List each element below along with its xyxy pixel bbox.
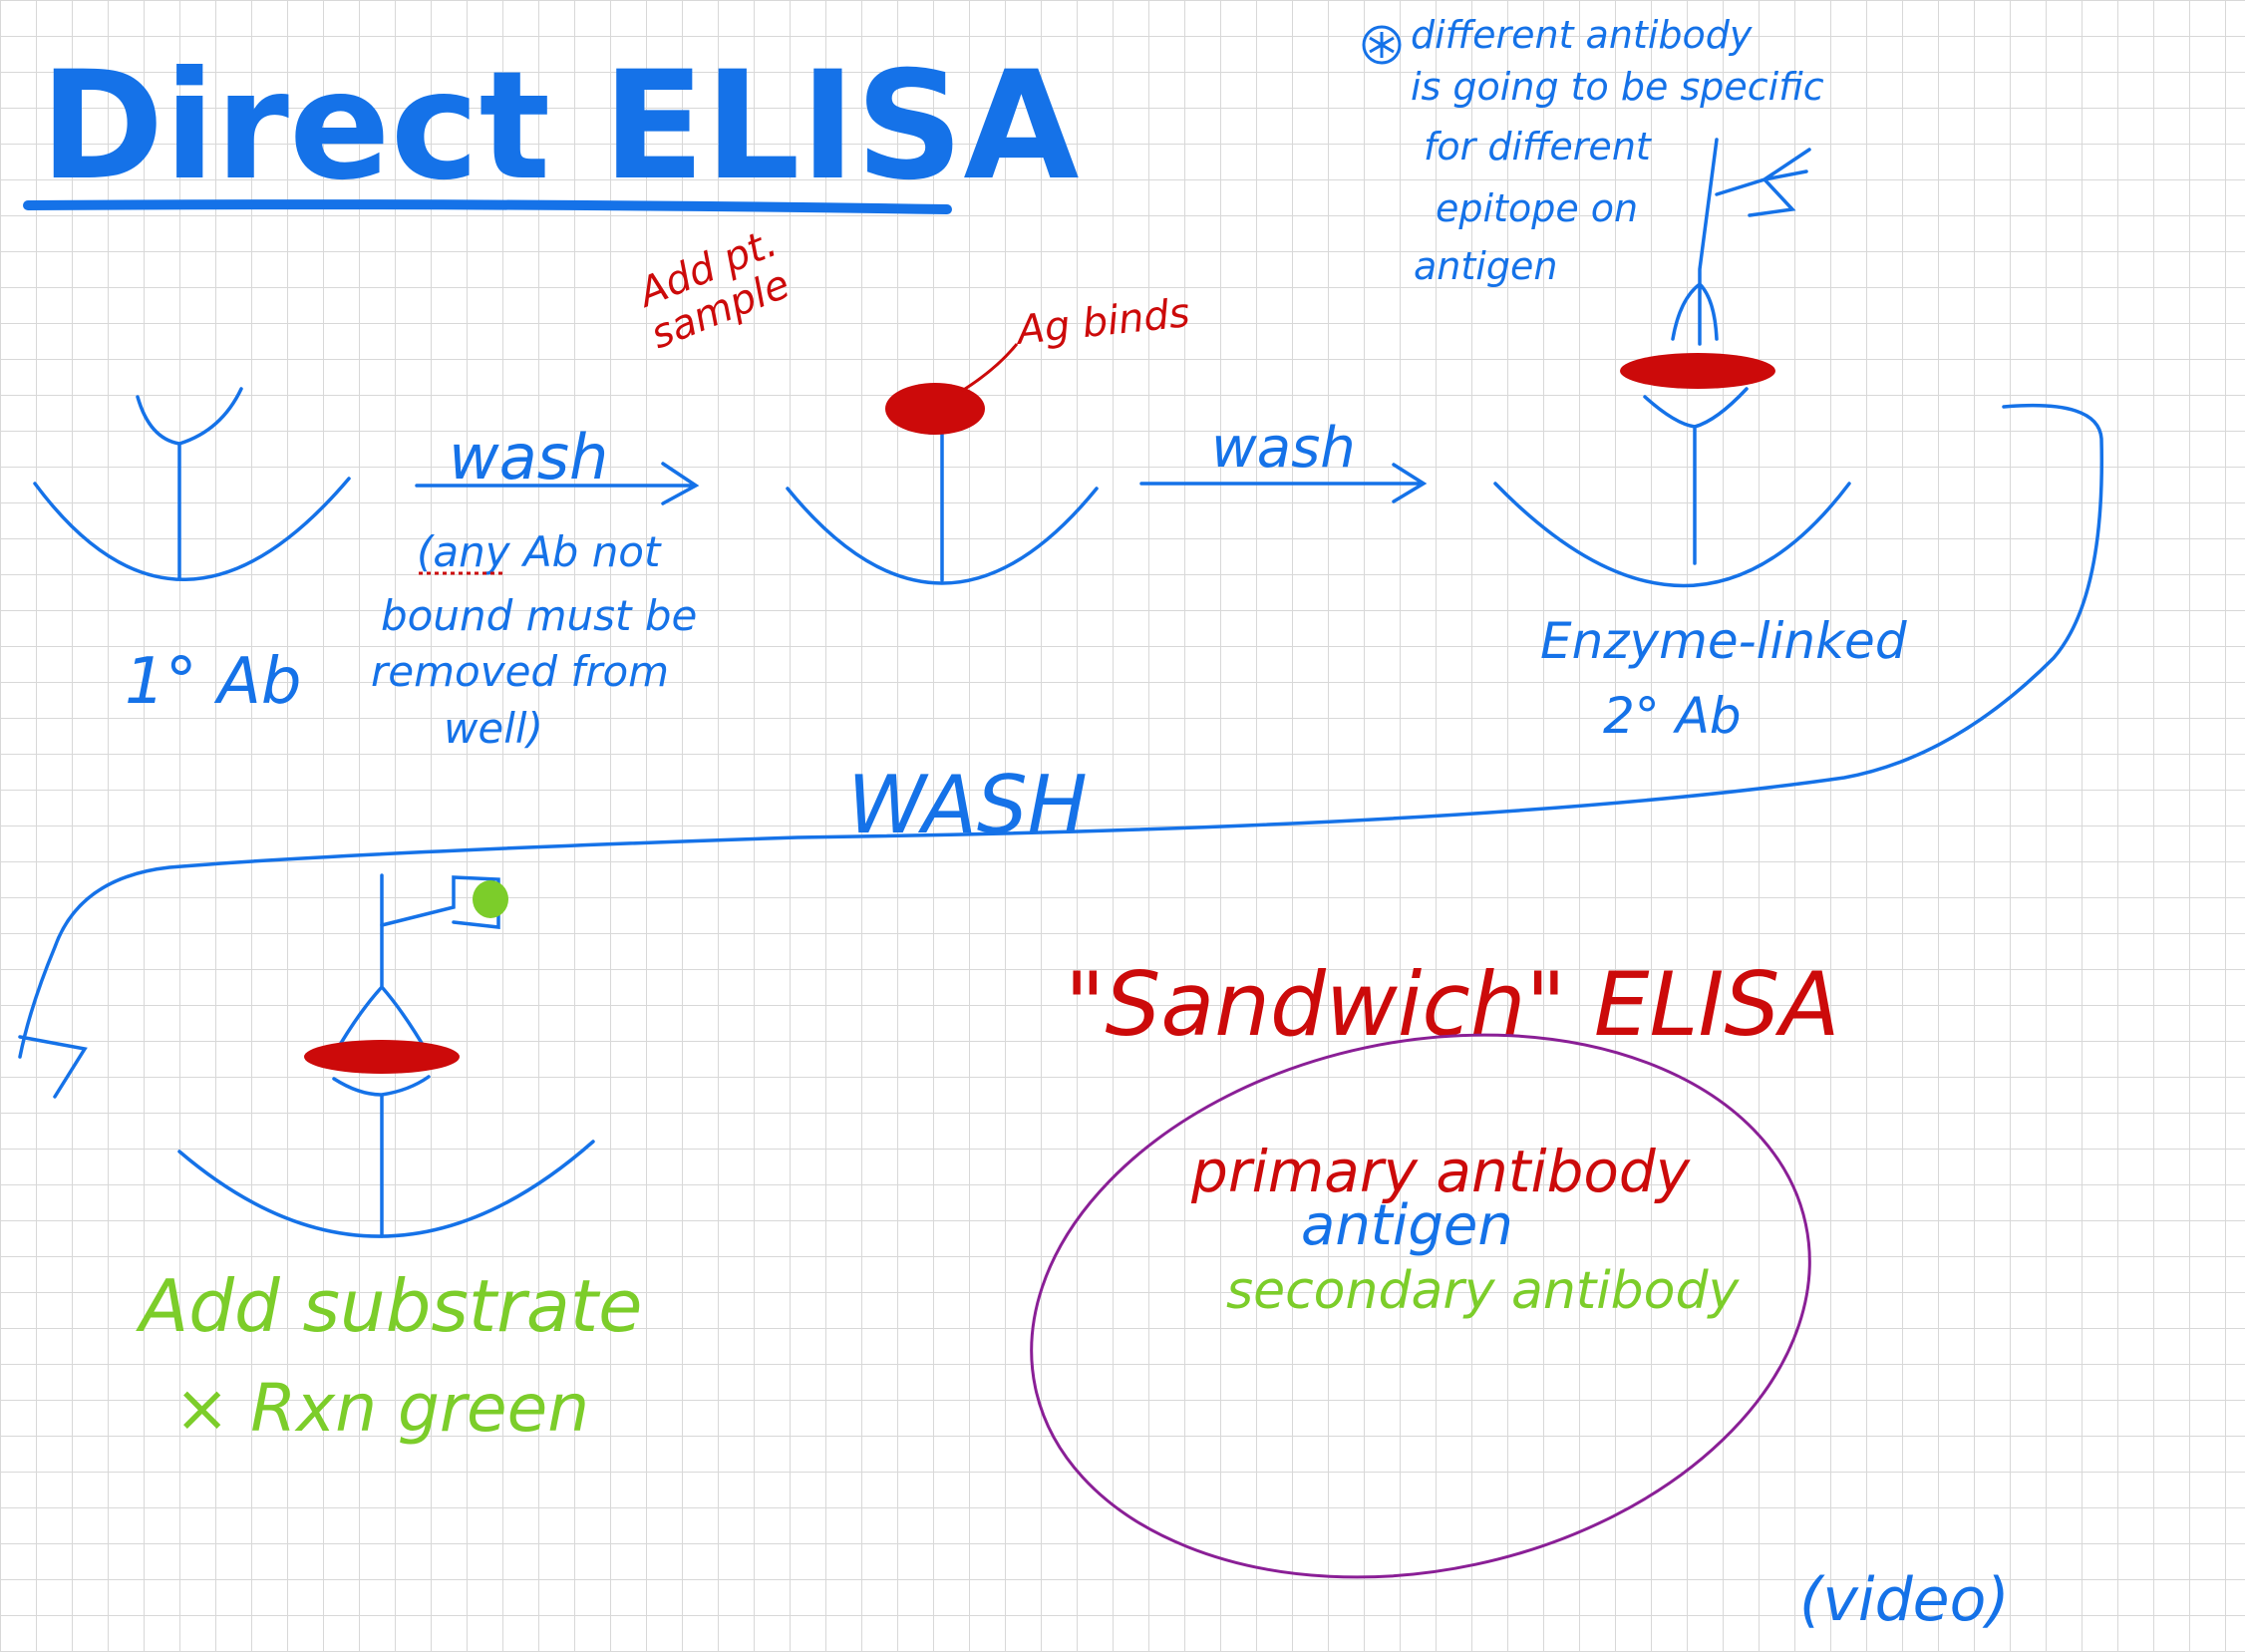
svg-text:well): well) (444, 704, 543, 753)
well-step4 (177, 873, 595, 1238)
primary-antibody (1643, 387, 1749, 565)
svg-text:is going to be specific: is going to be specific (1411, 65, 1824, 109)
step3-label: Enzyme-linked 2° Ab (1540, 612, 1907, 745)
wash2-arrow (1139, 463, 1428, 503)
svg-text:for different: for different (1424, 125, 1653, 168)
step1-label: 1° Ab (125, 645, 301, 719)
asterisk-icon (1362, 25, 1402, 65)
secondary-antibody (1671, 138, 1719, 346)
well-curve (786, 487, 1099, 585)
svg-text:different antibody: different antibody (1411, 13, 1753, 57)
sandwich-primary: primary antibody (1190, 1138, 1691, 1205)
sandwich-secondary: secondary antibody (1226, 1261, 1740, 1321)
svg-text:epitope on: epitope on (1436, 186, 1638, 230)
antigen-blob (304, 1040, 460, 1074)
wash1-label: wash (449, 421, 608, 494)
wash1-note: (any Ab not bound must be removed from w… (371, 527, 697, 753)
well-curve (33, 477, 351, 581)
step4-label: Add substrate × Rxn green (136, 1264, 642, 1447)
page-title: Direct ELISA (40, 40, 1079, 213)
well-step1 (33, 387, 351, 581)
svg-text:antigen: antigen (1414, 244, 1557, 288)
wash3-connector (18, 403, 2104, 1099)
primary-antibody (332, 1075, 431, 1238)
primary-antibody (136, 387, 243, 580)
antigen-blob (885, 383, 985, 435)
wash2-label: wash (1211, 416, 1356, 481)
svg-text:2° Ab: 2° Ab (1603, 687, 1742, 745)
well-curve (177, 1140, 595, 1238)
specificity-note: different antibody is going to be specif… (1411, 13, 1824, 288)
secondary-antibody (332, 873, 431, 1057)
title-underline (23, 199, 952, 214)
green-product (473, 880, 508, 918)
antigen-blob (1620, 353, 1775, 389)
well-curve (1493, 482, 1851, 588)
enzyme-tag (1715, 148, 1811, 217)
antigen-pointer (961, 343, 1019, 393)
well-step3 (1493, 138, 1851, 588)
svg-text:(any Ab not: (any Ab not (417, 527, 662, 576)
sandwich-circle (1030, 1033, 1811, 1579)
svg-text:removed from: removed from (371, 647, 669, 696)
svg-text:Enzyme-linked: Enzyme-linked (1540, 612, 1907, 670)
svg-text:× Rxn green: × Rxn green (174, 1370, 589, 1447)
enzyme-tag (380, 875, 500, 929)
video-note: (video) (1799, 1565, 2010, 1635)
sandwich-title: "Sandwich" ELISA (1065, 953, 1840, 1056)
sandwich-antigen: antigen (1301, 1193, 1513, 1258)
wash3-label: WASH (847, 759, 1088, 851)
svg-text:Add substrate: Add substrate (136, 1264, 642, 1348)
svg-text:bound must be: bound must be (381, 591, 697, 640)
wash1-arrow (415, 462, 700, 505)
